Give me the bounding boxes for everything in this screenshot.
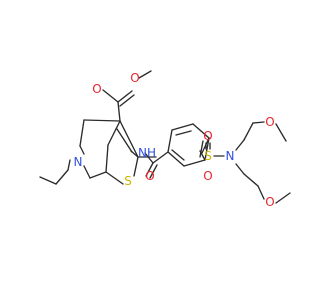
amide-nitrogen: NH (138, 146, 156, 160)
methoxy-oxygen-bottom: O (265, 195, 274, 209)
ethyl-ch2-bond (55, 169, 69, 185)
sulfonamide-group (199, 137, 225, 161)
structure-canvas: O O N S NH O S O O N O O (39, 70, 291, 209)
benzene-inner-bond-1 (175, 130, 192, 136)
ester-carbonyl-bond-2 (119, 94, 135, 107)
benzene-bond-5 (183, 159, 206, 167)
benzene-bond-4 (204, 137, 210, 161)
thiophene-bond-c3a-c7a (105, 144, 109, 173)
benzene-bond-3 (192, 123, 210, 139)
ester-c-ring-bond (117, 101, 121, 122)
sulfonyl-sulfur: S (204, 149, 212, 163)
chain1-bond-1 (243, 122, 254, 141)
carbonyl-aryl-bond (152, 151, 169, 164)
benzene-bond-1 (167, 129, 173, 153)
ring-bond-c7-c7a (89, 171, 107, 179)
thiophene-bond-c3-c3a (107, 120, 121, 146)
thiophene-bond-c7a-s (105, 171, 124, 185)
ring-bond-c3-c4 (83, 119, 121, 122)
benzene-bond-2 (171, 123, 194, 131)
sulfonamide-nitrogen: N (226, 149, 235, 163)
chain2-bond-2 (257, 185, 265, 200)
ethyl-ch3-bond (39, 176, 57, 185)
thiophene-bond-s-c2 (133, 156, 139, 177)
chain2-bond-1 (243, 173, 259, 187)
methyl-o-bond (138, 70, 152, 79)
benzene-inner-bond-2 (199, 140, 204, 158)
chain2-ome-bond (275, 192, 291, 204)
methoxyethyl-chains (235, 121, 291, 204)
benzene-ring (167, 123, 210, 167)
benzene-inner-bond-3 (171, 149, 185, 161)
n-ethyl-bond (67, 159, 71, 171)
ester-o-c-bond (102, 89, 119, 103)
nh-carbonyl-bond (144, 152, 154, 164)
ring-bond-c4-c5 (79, 119, 85, 147)
ring-bond-n-c7 (83, 165, 91, 179)
molecule-structure: O O N S NH O S O O N O O (39, 70, 291, 209)
methyl-ester-group (102, 70, 152, 122)
ester-oxygen-single: O (130, 71, 139, 85)
thiophene-sulfur: S (124, 174, 132, 188)
n-chain1-bond (235, 139, 245, 151)
carbonyl-o-bond-2 (149, 164, 158, 179)
chain1-bond-2 (252, 121, 265, 124)
c2-nh-bond (130, 150, 139, 158)
methoxy-oxygen-top: O (265, 115, 274, 129)
ester-oxygen-double: O (92, 82, 101, 96)
thiophene-double-bond (116, 128, 133, 153)
chain1-ome-bond (275, 123, 287, 142)
ring-nitrogen: N (74, 155, 83, 169)
thiophene-ring (105, 120, 139, 185)
amide-linkage (130, 150, 169, 179)
benzene-bond-6 (167, 151, 185, 167)
sulfonyl-oxygen-bottom: O (203, 169, 212, 183)
ester-carbonyl-bond-1 (117, 90, 133, 103)
sulfonyl-oxygen-top: O (203, 129, 212, 143)
thiophene-bond-c2-c3 (119, 120, 139, 158)
amide-oxygen: O (145, 169, 154, 183)
aryl-s-bond-b (199, 150, 206, 161)
carbonyl-o-bond-1 (145, 162, 154, 177)
n-chain2-bond (235, 163, 245, 175)
atom-labels: O O N S NH O S O O N O O (74, 71, 275, 209)
ring-bond-c5-n (79, 145, 85, 155)
piperidine-ring (39, 119, 121, 185)
